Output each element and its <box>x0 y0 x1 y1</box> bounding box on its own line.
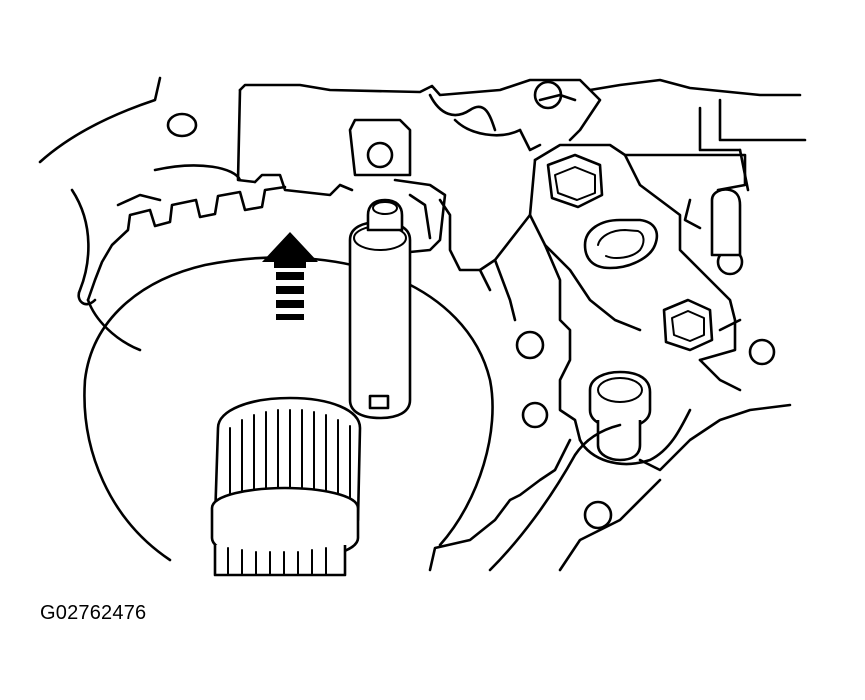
gear-ring <box>86 185 287 352</box>
pin-tool <box>348 198 412 420</box>
valve-body-plate <box>236 78 807 192</box>
upper-boss <box>348 118 412 177</box>
slot-recess <box>583 218 659 270</box>
figure-id-label: G02762476 <box>40 602 147 624</box>
hex-bolt-lower <box>662 298 714 352</box>
direction-arrow-up-icon <box>262 232 318 320</box>
housing-outline <box>38 76 242 306</box>
lower-casing <box>428 318 792 572</box>
dowel-pin-right <box>683 188 742 257</box>
input-shaft <box>210 396 362 577</box>
valve-body-block <box>478 143 747 442</box>
collar-pin <box>578 370 692 466</box>
hex-bolt-upper <box>546 153 604 209</box>
retainer-bracket <box>253 173 492 292</box>
